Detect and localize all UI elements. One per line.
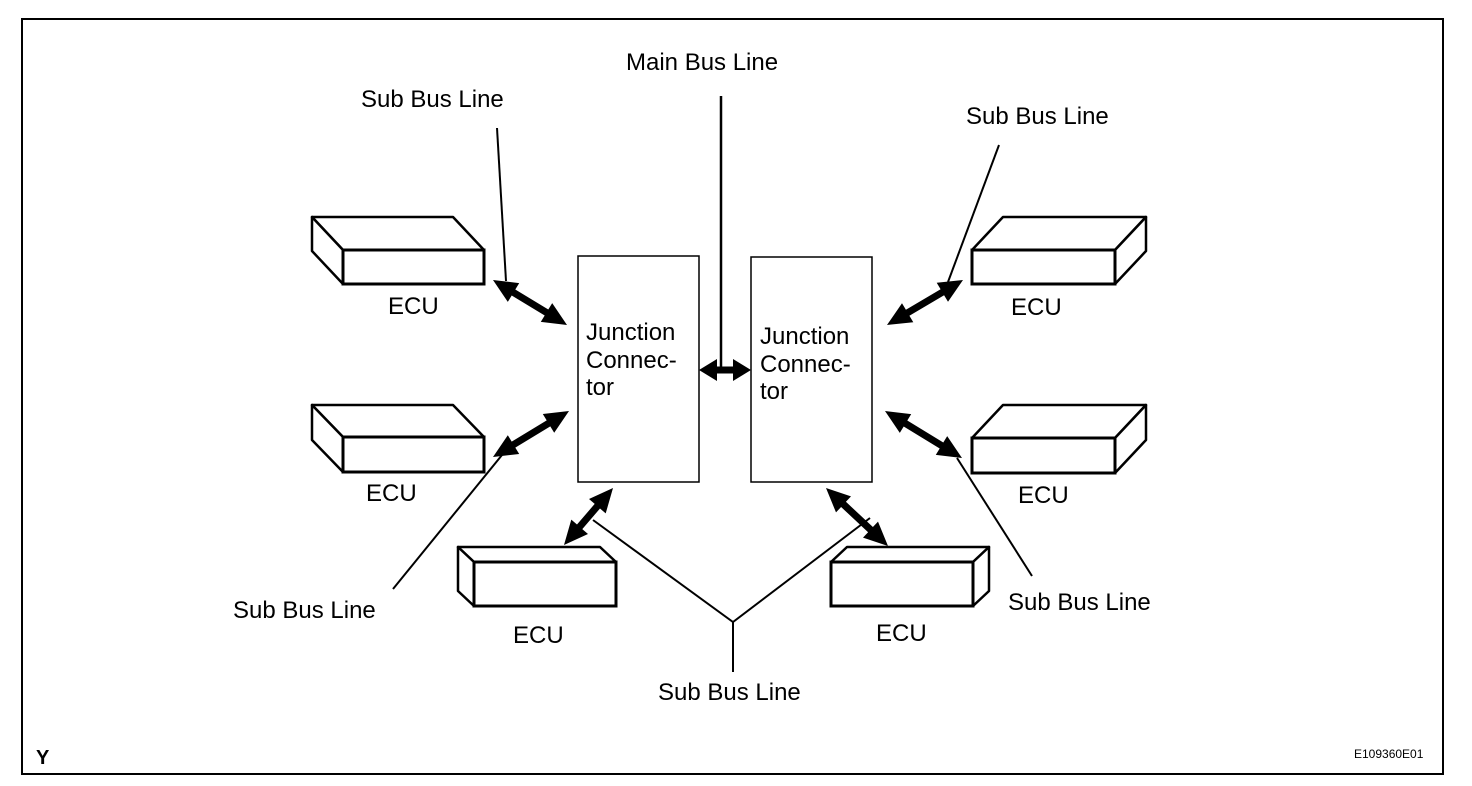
junction-connector-label-line1: Junction <box>586 319 675 346</box>
diagram-frame <box>21 18 1444 775</box>
junction-connector-label-line2: Connec- <box>760 351 851 378</box>
ecu-top-face <box>829 545 991 564</box>
ecu-label: ECU <box>513 622 564 649</box>
sub-bus-line-label-bottom-right: Sub Bus Line <box>1008 589 1151 616</box>
junction-connector-left: Junction Connec- tor <box>577 255 700 483</box>
ecu-front-face <box>472 560 618 608</box>
sub-bus-line-label-top-right: Sub Bus Line <box>966 103 1109 130</box>
ecu-label: ECU <box>1018 482 1069 509</box>
main-bus-line-label: Main Bus Line <box>626 49 778 76</box>
ecu-label: ECU <box>366 480 417 507</box>
sub-bus-line-label-bottom-left: Sub Bus Line <box>233 597 376 624</box>
ecu-label: ECU <box>388 293 439 320</box>
ecu-box-ecu-right-middle <box>970 403 1148 475</box>
figure-code: E109360E01 <box>1354 747 1424 761</box>
frame-letter: Y <box>36 747 50 769</box>
ecu-front-face <box>829 560 975 608</box>
junction-connector-label-line3: tor <box>760 378 788 405</box>
leader-lines <box>392 127 1033 672</box>
ecu-box-ecu-bottom-left <box>456 545 618 608</box>
ecu-box-ecu-left-middle <box>310 403 486 474</box>
sub-bus-line-label-top-left: Sub Bus Line <box>361 86 504 113</box>
arrow-ecu-left-top <box>493 280 567 325</box>
ecu-box-ecu-left-top <box>310 215 486 286</box>
junction-connector-box <box>577 255 700 483</box>
sub-bus-line-label-bottom-center: Sub Bus Line <box>658 679 801 706</box>
ecu-label: ECU <box>876 620 927 647</box>
ecu-front-face <box>970 436 1117 475</box>
arrow-ecu-bottom-left <box>564 488 613 545</box>
sub-bus-leader-line <box>592 517 871 624</box>
arrow-ecu-right-top <box>887 280 963 325</box>
sub-bus-leader-line <box>956 457 1033 577</box>
ecu-front-face <box>970 248 1117 286</box>
junction-connector-label-line2: Connec- <box>586 347 677 374</box>
ecu-label: ECU <box>1011 294 1062 321</box>
arrow-main-bus <box>699 359 751 381</box>
ecu-top-face <box>456 545 618 564</box>
junction-connector-box <box>750 256 873 483</box>
junction-connector-label-line3: tor <box>586 374 614 401</box>
bus-arrows <box>493 280 963 546</box>
ecu-group <box>310 215 1148 608</box>
junction-connector-right: Junction Connec- tor <box>750 256 873 483</box>
sub-bus-leader-line <box>947 144 1000 283</box>
junction-connector-label-line1: Junction <box>760 323 849 350</box>
arrow-ecu-right-middle <box>885 411 962 458</box>
ecu-box-ecu-bottom-right <box>829 545 991 608</box>
ecu-front-face <box>341 248 486 286</box>
arrow-ecu-left-middle <box>493 411 569 457</box>
ecu-box-ecu-right-top <box>970 215 1148 286</box>
sub-bus-leader-line <box>496 127 507 282</box>
arrow-ecu-bottom-right <box>826 488 888 546</box>
sub-bus-leader-line <box>392 454 503 590</box>
ecu-front-face <box>341 435 486 474</box>
